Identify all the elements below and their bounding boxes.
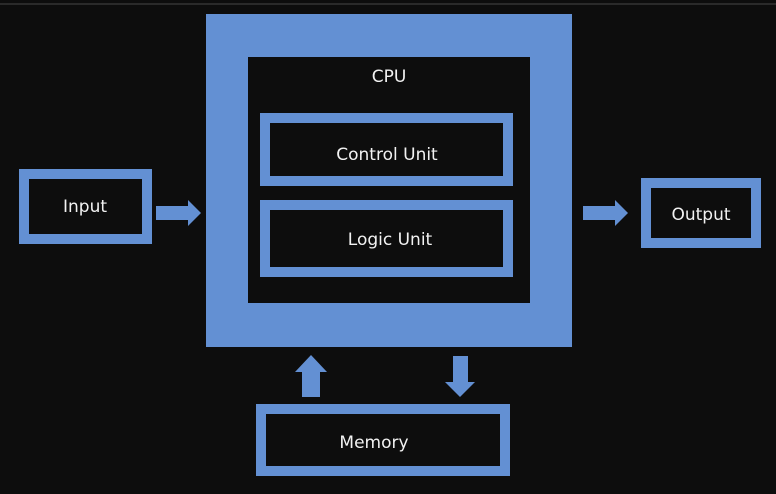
- memory-block: Memory: [256, 404, 510, 476]
- logic-unit-label: Logic Unit: [348, 230, 433, 250]
- input-label: Input: [63, 197, 107, 217]
- control-unit-label: Control Unit: [336, 145, 438, 165]
- arrow-memory-to-cpu: [295, 355, 327, 397]
- memory-label: Memory: [339, 433, 408, 453]
- arrow-input-to-cpu: [156, 200, 201, 226]
- output-block: Output: [641, 178, 761, 248]
- logic-unit-block: Logic Unit: [260, 200, 513, 277]
- input-block: Input: [19, 169, 152, 244]
- output-label: Output: [671, 205, 730, 225]
- arrow-cpu-to-memory: [445, 356, 475, 397]
- control-unit-block: Control Unit: [260, 113, 513, 186]
- arrow-cpu-to-output: [583, 200, 628, 226]
- cpu-label: CPU: [372, 67, 407, 87]
